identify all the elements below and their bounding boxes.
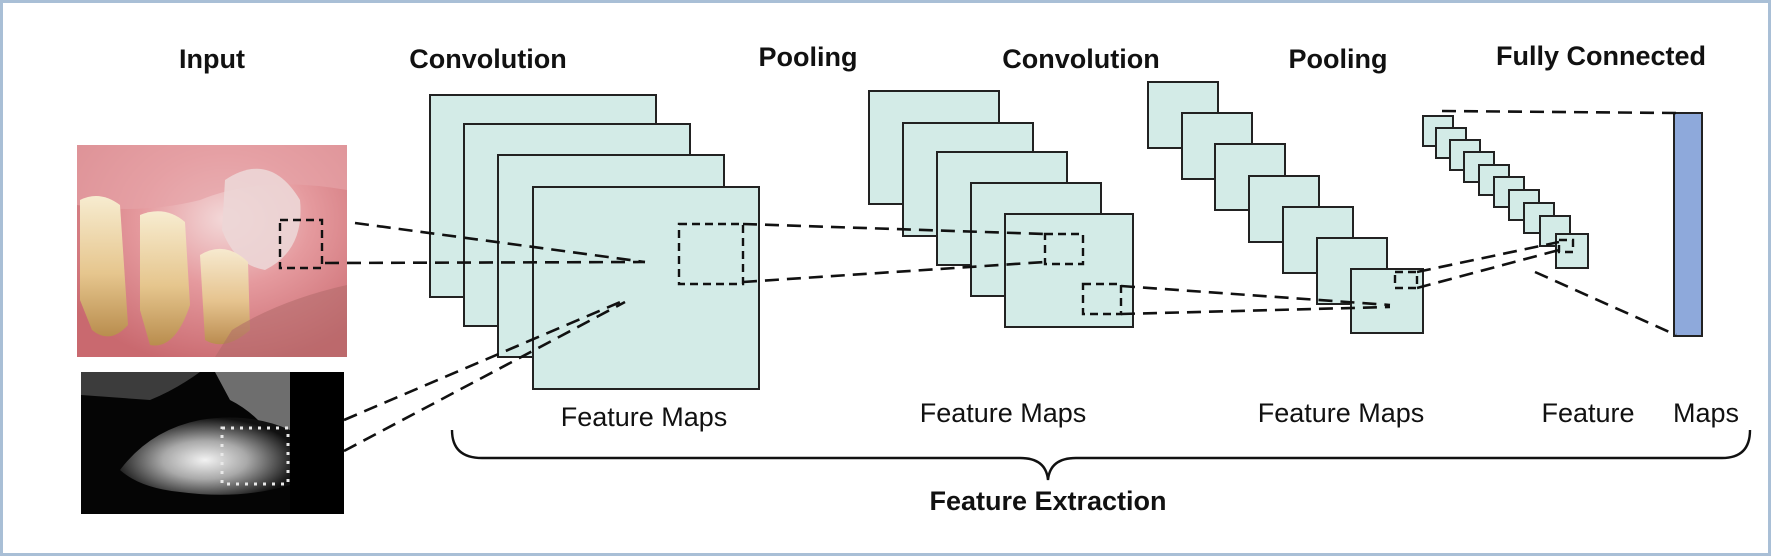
xray-black-margin xyxy=(290,372,344,514)
pool1-receptive-field-box-1 xyxy=(1043,232,1085,266)
connector-pool1-conv2-bottom xyxy=(1120,305,1391,316)
connector-input-conv1-bottom xyxy=(324,260,646,265)
feature-maps-label-4-word-2: Maps xyxy=(1673,398,1739,428)
feature-extraction-label: Feature Extraction xyxy=(929,486,1166,516)
connector-xray-conv1-top xyxy=(343,298,626,422)
conv2-feature-maps xyxy=(1147,81,1424,334)
connector-conv2-pool2-top xyxy=(1416,240,1560,274)
connector-conv1-pool1-top xyxy=(742,222,1046,236)
pool2-feature-maps xyxy=(1422,115,1589,269)
connector-pool2-fc-top xyxy=(1441,109,1677,115)
connector-pool2-fc-bottom xyxy=(1534,270,1677,337)
connector-xray-conv1-bottom xyxy=(343,300,626,453)
tooth-shape-2 xyxy=(140,211,190,346)
feature-maps-label-2: Feature Maps xyxy=(920,398,1087,428)
pool1-receptive-field-box-2 xyxy=(1081,282,1123,316)
lesion-shape xyxy=(222,168,301,270)
conv1-receptive-field-box xyxy=(677,222,745,286)
connector-conv1-pool1-bottom xyxy=(742,260,1046,284)
stage-title-fully-connected: Fully Connected xyxy=(1496,41,1706,71)
stage-title-convolution-2: Convolution xyxy=(1002,44,1159,74)
input-receptive-field-box xyxy=(278,218,324,270)
conv2-map-7 xyxy=(1350,268,1424,334)
xray-bright-region xyxy=(120,417,290,495)
tooth-shape-1 xyxy=(80,196,128,337)
conv2-receptive-field-box xyxy=(1393,270,1419,290)
feature-maps-label-1: Feature Maps xyxy=(561,402,728,432)
connector-input-conv1-top xyxy=(354,221,646,264)
feature-extraction-brace xyxy=(450,429,1752,481)
stage-title-input: Input xyxy=(179,44,245,74)
stage-title-pooling-2: Pooling xyxy=(1289,44,1388,74)
lip-shape xyxy=(215,285,347,357)
conv1-feature-maps xyxy=(429,94,760,390)
input-radiograph xyxy=(81,372,344,514)
feature-maps-label-4-word-1: Feature xyxy=(1541,398,1634,428)
fully-connected-layer xyxy=(1673,112,1703,337)
feature-maps-label-3: Feature Maps xyxy=(1258,398,1425,428)
gum-tissue-shape xyxy=(77,145,347,209)
pool1-map-5 xyxy=(1004,213,1134,328)
conv1-map-4 xyxy=(532,186,760,390)
stage-title-convolution-1: Convolution xyxy=(409,44,566,74)
xray-upper-structure xyxy=(215,372,290,470)
radiograph-receptive-field-box xyxy=(220,426,290,486)
tooth-shape-3 xyxy=(200,248,250,345)
stage-title-pooling-1: Pooling xyxy=(759,42,858,72)
pool2-receptive-field-box xyxy=(1557,238,1575,254)
connector-pool1-conv2-top xyxy=(1120,284,1391,307)
xray-upper-shadow xyxy=(81,372,200,400)
connection-lines xyxy=(324,109,1677,453)
pool1-feature-maps xyxy=(868,90,1134,328)
input-clinical-photo xyxy=(77,145,347,357)
connector-conv2-pool2-bottom xyxy=(1416,248,1560,290)
